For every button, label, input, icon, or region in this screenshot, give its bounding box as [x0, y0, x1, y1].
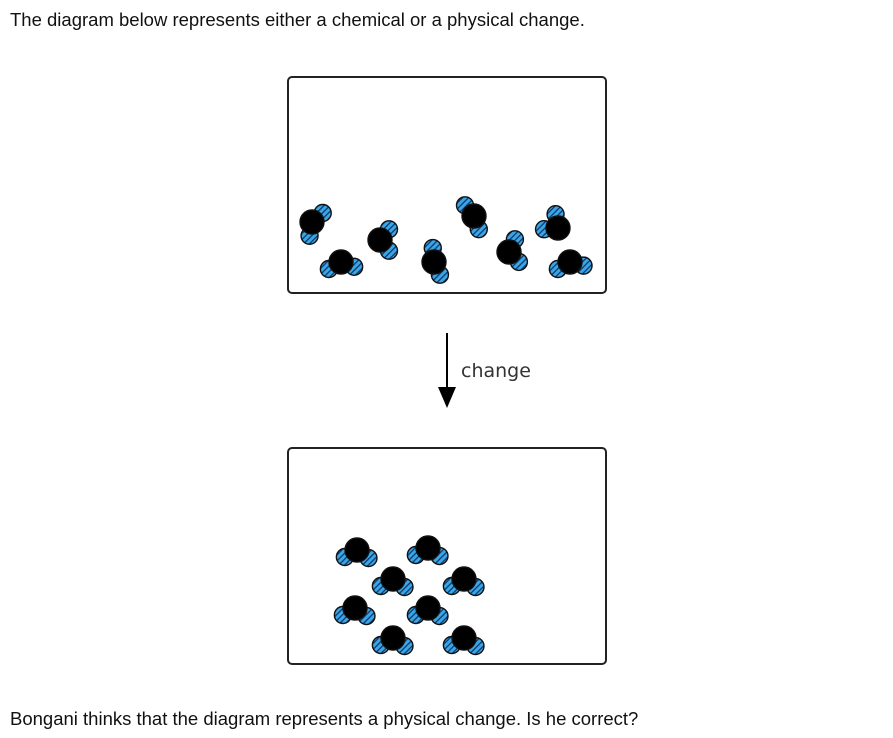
molecule [367, 220, 399, 260]
change-arrow [438, 333, 456, 408]
large-atom [421, 249, 447, 275]
large-atom [451, 625, 477, 651]
molecule [442, 625, 485, 656]
large-atom [557, 249, 583, 275]
molecule [319, 249, 364, 279]
large-atom [380, 625, 406, 651]
question-text: Bongani thinks that the diagram represen… [10, 708, 639, 729]
after-molecules [333, 535, 485, 656]
intro-text: The diagram below represents either a ch… [10, 9, 585, 30]
molecule [534, 205, 571, 241]
large-atom [545, 215, 571, 241]
molecule [548, 249, 593, 279]
molecule [335, 537, 378, 568]
molecule [455, 196, 488, 239]
large-atom [461, 203, 487, 229]
large-atom [380, 566, 406, 592]
molecule [371, 566, 414, 597]
molecule [299, 203, 332, 245]
molecule [371, 625, 414, 656]
molecule [442, 566, 485, 597]
molecule [406, 535, 449, 566]
molecule [421, 238, 450, 284]
molecule [496, 230, 529, 272]
large-atom [342, 595, 368, 621]
before-molecules [299, 196, 593, 284]
change-label: change [461, 360, 531, 382]
large-atom [328, 249, 354, 275]
large-atom [496, 239, 522, 265]
large-atom [344, 537, 370, 563]
large-atom [299, 209, 325, 235]
large-atom [415, 595, 441, 621]
large-atom [451, 566, 477, 592]
large-atom [367, 227, 393, 253]
molecule [406, 595, 449, 626]
large-atom [415, 535, 441, 561]
molecule [333, 595, 376, 626]
